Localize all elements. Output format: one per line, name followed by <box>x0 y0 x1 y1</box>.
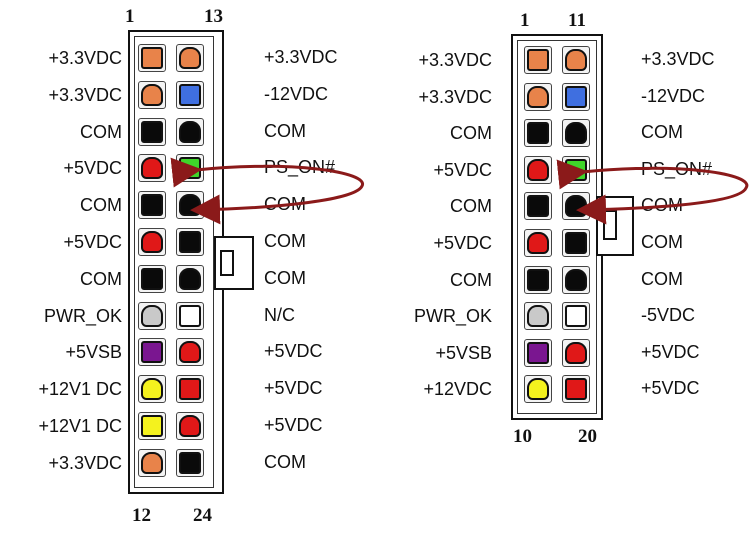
pin-red <box>524 229 552 257</box>
pin-number-bottom-left: 10 <box>513 426 532 447</box>
pin-white <box>176 301 204 330</box>
pin-label-left: +12VDC <box>423 379 492 400</box>
pin-orange <box>524 46 552 74</box>
pin-black <box>176 117 204 146</box>
pin-red <box>176 375 204 404</box>
pin-label-right: +5VDC <box>641 378 700 399</box>
pin-gray <box>138 301 166 330</box>
pin-label-left: COM <box>80 195 122 216</box>
pin-black <box>562 119 590 148</box>
pin-label-left: COM <box>450 123 492 144</box>
pin-label-right: +3.3VDC <box>641 49 715 69</box>
pin-yellow <box>138 412 166 440</box>
pin-red <box>562 338 590 367</box>
pin-label-left: +5VSB <box>65 342 122 363</box>
pin-red <box>176 412 204 440</box>
pin-black <box>138 191 166 220</box>
pin-label-left: +5VDC <box>433 233 492 253</box>
pin-black <box>138 117 166 146</box>
pin-label-right: COM <box>264 120 306 141</box>
pin-label-right: +5VDC <box>264 341 323 362</box>
pin-gray <box>524 302 552 331</box>
pin-label-right: COM <box>641 268 683 289</box>
pin-black <box>524 192 552 221</box>
pin-black <box>562 229 590 257</box>
pin-label-right: -12VDC <box>264 83 329 104</box>
pin-red <box>138 228 166 256</box>
pin-black <box>138 264 166 293</box>
pin-label-right: +5VDC <box>264 378 323 399</box>
pin-black <box>562 265 590 294</box>
connector-24-latch-slot <box>220 250 234 276</box>
pin-label-right: COM <box>641 232 683 252</box>
pin-label-left: +3.3VDC <box>48 452 122 473</box>
pin-red <box>138 154 166 183</box>
pin-label-left: +3.3VDC <box>418 50 492 70</box>
pin-label-left: +12V1 DC <box>38 379 122 400</box>
pin-purple <box>138 338 166 367</box>
pin-label-left: +5VDC <box>63 232 122 252</box>
pin-red <box>524 155 552 184</box>
pin-label-right: -12VDC <box>641 85 706 106</box>
connector-20-latch-slot <box>603 210 617 240</box>
pin-number-top-right: 13 <box>204 6 223 27</box>
pin-yellow <box>524 375 552 404</box>
pin-label-left: PWR_OK <box>43 305 122 326</box>
pin-label-left: COM <box>80 121 122 142</box>
pin-red <box>562 375 590 404</box>
pin-label-right: +5VDC <box>264 415 323 435</box>
pin-label-left: +3.3VDC <box>418 86 492 107</box>
pin-label-left: +5VDC <box>63 158 122 179</box>
pin-label-right: COM <box>264 231 306 251</box>
pin-number-top-left: 1 <box>125 6 135 27</box>
pin-label-right: +5VDC <box>641 341 700 362</box>
pin-orange <box>562 46 590 74</box>
pin-label-right: +3.3VDC <box>264 47 338 67</box>
pin-number-bottom-left: 12 <box>132 505 151 526</box>
pin-black <box>524 119 552 148</box>
pin-orange <box>138 44 166 72</box>
pin-blue <box>176 80 204 109</box>
pin-label-left: PWR_OK <box>413 306 492 327</box>
arrow-24-ps-on <box>170 157 364 225</box>
pin-black <box>176 228 204 256</box>
pin-label-right: COM <box>641 122 683 143</box>
pin-orange <box>176 44 204 72</box>
pin-label-right: COM <box>264 267 306 288</box>
pin-label-left: +3.3VDC <box>48 48 122 68</box>
pin-number-bottom-right: 20 <box>578 426 597 447</box>
pin-orange <box>524 82 552 111</box>
pin-number-top-right: 11 <box>568 10 586 31</box>
pin-black <box>176 448 204 477</box>
pin-number-bottom-right: 24 <box>193 505 212 526</box>
connector-24-inner <box>134 36 214 488</box>
pin-black <box>524 265 552 294</box>
pin-label-left: +5VDC <box>433 159 492 180</box>
pin-label-left: COM <box>80 268 122 289</box>
pin-blue <box>562 82 590 111</box>
pin-label-right: COM <box>264 451 306 472</box>
pin-black <box>176 264 204 293</box>
pin-label-left: COM <box>450 269 492 290</box>
pin-label-right: -5VDC <box>641 305 696 326</box>
pin-yellow <box>138 375 166 404</box>
arrow-20-ps-on <box>556 159 749 225</box>
pin-orange <box>138 80 166 109</box>
pin-label-left: +5VSB <box>435 342 492 363</box>
pin-label-left: +3.3VDC <box>48 84 122 105</box>
pin-orange <box>138 448 166 477</box>
pin-label-right: N/C <box>264 304 295 325</box>
pin-label-left: +12V1 DC <box>38 416 122 436</box>
pin-number-top-left: 1 <box>520 10 530 31</box>
pin-red <box>176 338 204 367</box>
pin-white <box>562 302 590 331</box>
pin-purple <box>524 338 552 367</box>
pin-label-left: COM <box>450 196 492 217</box>
